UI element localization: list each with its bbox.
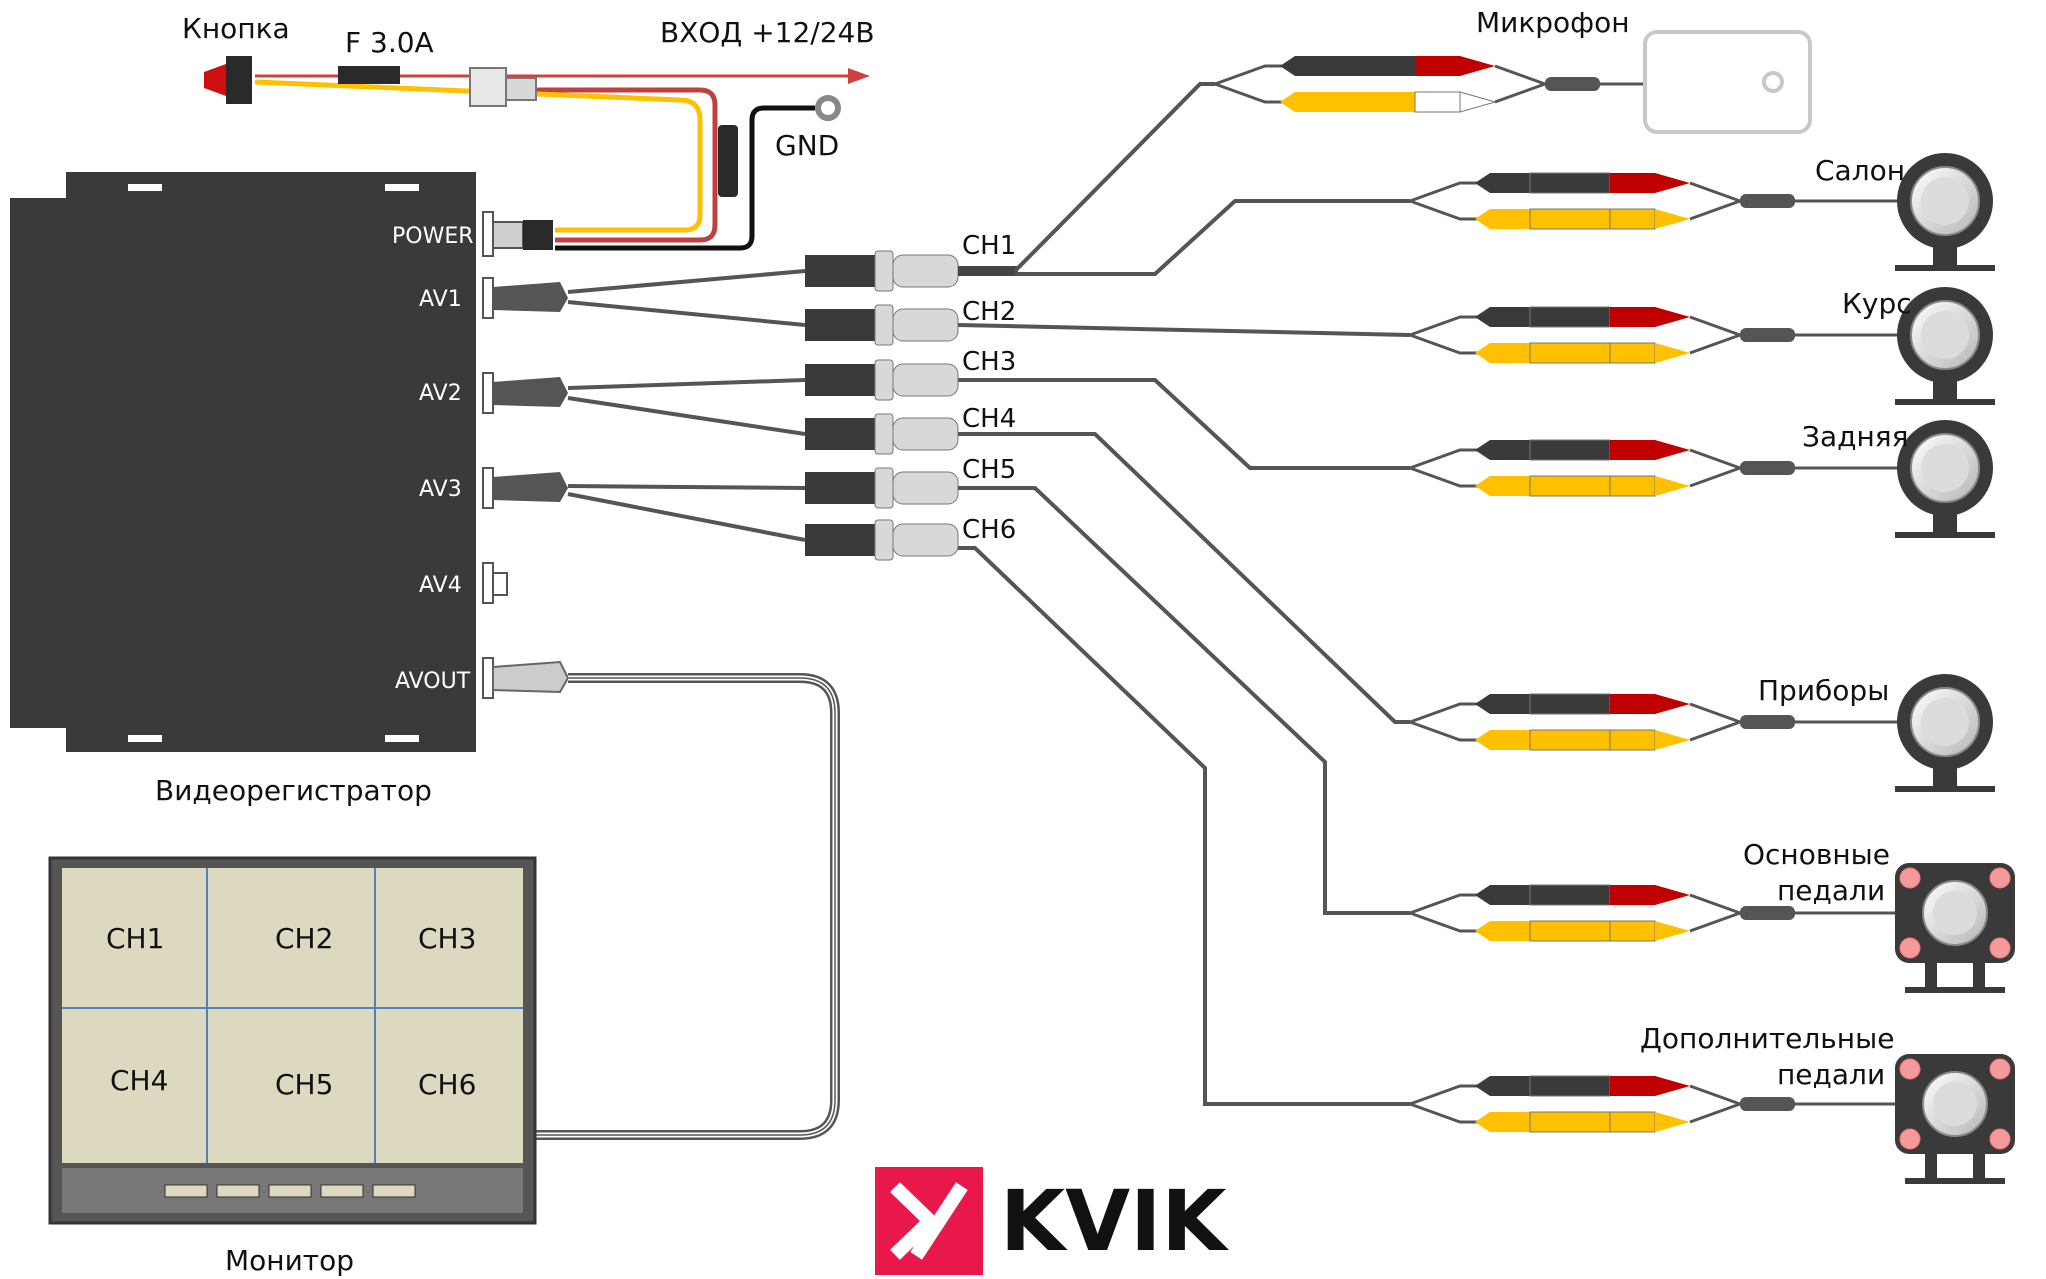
- avout-cable: [535, 673, 840, 1140]
- gnd-label: GND: [775, 129, 839, 162]
- port-av2: AV2: [419, 381, 462, 406]
- power-cable: [254, 66, 870, 251]
- monitor-cell-ch3: CH3: [418, 922, 476, 955]
- recorder-body: [10, 172, 476, 752]
- monitor-cell-ch6: CH6: [418, 1068, 476, 1101]
- fuse-label: F 3.0A: [345, 26, 434, 59]
- button-label: Кнопка: [182, 12, 290, 45]
- dash-connector: [1408, 692, 1797, 752]
- mic-connector: [1214, 56, 1645, 113]
- ch2-label: CH2: [962, 297, 1016, 327]
- extra-pedals-label-line2: педали: [1777, 1058, 1885, 1091]
- main-pedals-label-line2: педали: [1777, 874, 1885, 907]
- monitor-cell-ch2: CH2: [275, 922, 333, 955]
- salon-connector: [1408, 171, 1797, 231]
- av-split-cables: [567, 269, 806, 542]
- mic-label: Микрофон: [1476, 6, 1630, 39]
- main-pedals-connector: [1408, 883, 1797, 943]
- avout-plug: [492, 660, 570, 694]
- monitor: [48, 856, 537, 1225]
- extra-pedals-label-line1: Дополнительные: [1640, 1022, 1894, 1055]
- ch-cables: [957, 82, 1411, 1106]
- monitor-cell-ch1: CH1: [106, 922, 164, 955]
- ch1-label: CH1: [962, 231, 1016, 261]
- monitor-label: Монитор: [225, 1244, 354, 1277]
- port-av1: AV1: [419, 287, 462, 312]
- ch3-label: CH3: [962, 347, 1016, 377]
- port-avout: AVOUT: [395, 669, 471, 694]
- port-av4: AV4: [419, 573, 462, 598]
- av-plugs: [493, 282, 568, 502]
- ch6-label: CH6: [962, 515, 1016, 545]
- microphone: [1643, 30, 1812, 134]
- main-pedals-label-line1: Основные: [1743, 838, 1890, 871]
- port-sockets: [482, 211, 508, 699]
- monitor-cell-ch4: CH4: [110, 1064, 168, 1097]
- course-label: Курс: [1842, 287, 1912, 320]
- dash-label: Приборы: [1758, 674, 1889, 707]
- ch-plugs: [804, 250, 959, 561]
- kvik-logo-icon: [875, 1167, 983, 1275]
- recorder-label: Видеорегистратор: [155, 774, 432, 807]
- extra-pedals-connector: [1408, 1074, 1797, 1134]
- brand-name: KVIK: [1000, 1172, 1229, 1270]
- power-button: [204, 56, 252, 104]
- port-av3: AV3: [419, 477, 462, 502]
- rear-connector: [1408, 438, 1797, 498]
- ch5-label: CH5: [962, 455, 1016, 485]
- monitor-cell-ch5: CH5: [275, 1068, 333, 1101]
- port-power: POWER: [392, 224, 474, 249]
- course-connector: [1408, 305, 1797, 365]
- input-voltage-label: ВХОД +12/24В: [660, 16, 875, 49]
- salon-label: Салон: [1815, 154, 1905, 187]
- rear-label: Задняя: [1802, 420, 1908, 453]
- power-plug: [492, 220, 553, 250]
- ch4-label: CH4: [962, 404, 1016, 434]
